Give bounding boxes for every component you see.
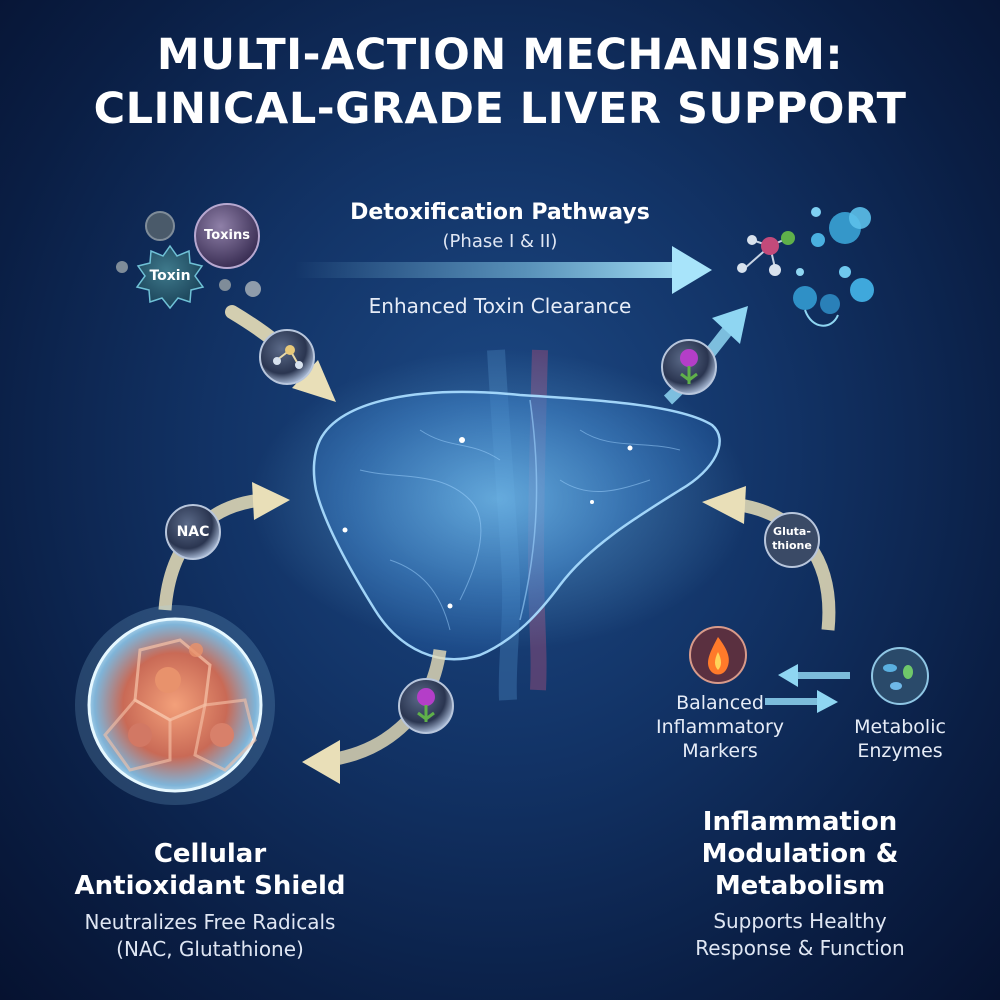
- milk-thistle-icon: [662, 340, 716, 394]
- infl-title-line-1: Inflammation: [620, 806, 980, 838]
- metabolic-line-1: Metabolic: [820, 715, 980, 739]
- shield-title-line-1: Cellular: [30, 838, 390, 870]
- page-title: MULTI-ACTION MECHANISM: CLINICAL-GRADE L…: [0, 28, 1000, 136]
- metabolic-line-2: Enzymes: [820, 739, 980, 763]
- milk-thistle-icon-lower: [399, 679, 453, 733]
- infl-title-line-3: Metabolism: [620, 870, 980, 902]
- infl-sub-line-2: Response & Function: [620, 935, 980, 962]
- shield-title: Cellular Antioxidant Shield: [30, 838, 390, 902]
- molecule-bubble: [260, 330, 314, 384]
- nac-label: NAC: [166, 524, 220, 540]
- balanced-line-2: Inflammatory: [620, 715, 820, 739]
- molecule-icon: [737, 207, 874, 326]
- shield-sub-line-1: Neutralizes Free Radicals: [20, 909, 400, 936]
- cell-icon: [75, 605, 275, 805]
- enzyme-icon: [872, 648, 928, 704]
- detox-title: Detoxification Pathways: [290, 200, 710, 225]
- inflammation-subtitle: Supports Healthy Response & Function: [620, 908, 980, 962]
- infl-title-line-2: Modulation &: [620, 838, 980, 870]
- infl-sub-line-1: Supports Healthy: [620, 908, 980, 935]
- metabolic-enzymes-label: Metabolic Enzymes: [820, 715, 980, 763]
- toxin-icon: [116, 204, 261, 308]
- detox-caption: Enhanced Toxin Clearance: [290, 294, 710, 318]
- detox-subtitle: (Phase I & II): [290, 231, 710, 252]
- shield-sub-line-2: (NAC, Glutathione): [20, 936, 400, 963]
- balanced-line-1: Balanced: [620, 691, 820, 715]
- toxin-label: Toxin: [140, 268, 200, 284]
- title-line-1: MULTI-ACTION MECHANISM:: [0, 28, 1000, 82]
- balanced-line-3: Markers: [620, 739, 820, 763]
- detox-arrow: [295, 246, 712, 294]
- balanced-markers-label: Balanced Inflammatory Markers: [620, 691, 820, 763]
- toxins-label: Toxins: [197, 228, 257, 243]
- glutathione-label: Gluta- thione: [765, 525, 819, 553]
- shield-title-line-2: Antioxidant Shield: [30, 870, 390, 902]
- title-line-2: CLINICAL-GRADE LIVER SUPPORT: [0, 82, 1000, 136]
- inflammation-title: Inflammation Modulation & Metabolism: [620, 806, 980, 902]
- shield-subtitle: Neutralizes Free Radicals (NAC, Glutathi…: [20, 909, 400, 963]
- flame-icon: [690, 627, 746, 683]
